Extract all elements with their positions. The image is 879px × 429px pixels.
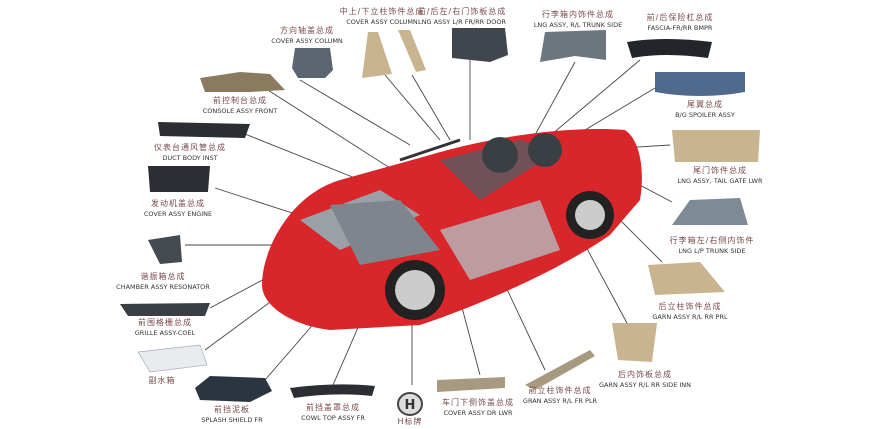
duct-part: [158, 122, 250, 138]
label-column-cover: 方向轴盖总成 COVER ASSY COLUMN: [271, 26, 343, 46]
label-en: LNG L/P TRUNK SIDE: [678, 247, 746, 255]
label-cn: 前/后保险杠总成: [646, 13, 714, 22]
label-rear-side-inner: 后内饰板总成 GARN ASSY R/L RR SIDE INN: [599, 370, 691, 390]
label-en: COVER ASSY COLUMN: [271, 37, 343, 45]
label-front-pillar: 前立柱饰件总成 GRAN ASSY R/L FR PLR: [523, 386, 597, 406]
label-cn: 发动机盖总成: [151, 199, 205, 208]
label-cn: 车门下侧饰盖总成: [442, 398, 514, 407]
label-cn: 前挡盖罩总成: [306, 403, 360, 412]
label-cn: 行李箱左/右侧内饰件: [669, 236, 755, 245]
label-cn: 尾门饰件总成: [693, 166, 747, 175]
column-cover-part: [292, 48, 333, 78]
label-splash-shield: 前挡泥板 SPLASH SHIELD FR: [201, 405, 262, 425]
label-reserve-tank: 副水箱: [149, 376, 176, 386]
label-rear-pillar: 后立柱饰件总成 GARN ASSY R/L RR PRL: [652, 302, 727, 322]
bumper-part: [627, 39, 712, 58]
label-cn: 副水箱: [148, 376, 176, 385]
svg-text:H: H: [405, 398, 416, 413]
label-door-lower: 车门下侧饰盖总成 COVER ASSY DR LWR: [442, 398, 514, 418]
label-cn: 前挡泥板: [213, 405, 250, 414]
label-en: SPLASH SHIELD FR: [201, 416, 263, 424]
console-part: [200, 72, 285, 92]
label-en: LNG ASSY, TAIL GATE LWR: [677, 177, 763, 185]
door-lower-part: [437, 377, 505, 392]
grille-part: [120, 303, 210, 316]
label-en: CHAMBER ASSY RESONATOR: [116, 283, 210, 291]
label-en: COVER ASSY COLUMN: [346, 18, 418, 26]
label-h-badge: H标牌: [397, 417, 422, 427]
label-en: DUCT BODY INST: [162, 154, 218, 162]
label-en: COVER ASSY ENGINE: [143, 210, 213, 218]
label-en: CONSOLE ASSY FRONT: [202, 107, 278, 115]
label-tailgate-trim: 尾门饰件总成 LNG ASSY, TAIL GATE LWR: [678, 166, 763, 186]
label-cn: 前围格栅总成: [137, 318, 192, 327]
rear-side-inner-part: [612, 323, 657, 362]
label-cn: 方向轴盖总成: [280, 26, 334, 35]
spoiler-part: [655, 72, 745, 96]
label-en: B/G SPOILER ASSY: [675, 111, 735, 119]
label-en: FASCIA-FR/RR BMPR: [647, 24, 713, 32]
label-en: LNG ASSY, R/L TRUNK SIDE: [533, 21, 623, 29]
car-illustration: [262, 129, 642, 330]
label-en: COWL TOP ASSY FR: [301, 414, 365, 422]
label-engine-cover: 发动机盖总成 COVER ASSY ENGINE: [144, 199, 212, 219]
label-cn: H标牌: [397, 417, 423, 426]
label-grille: 前围格栅总成 GRILLE ASSY-COEL: [135, 318, 196, 338]
pillar-cover-part: [362, 32, 392, 78]
label-cn: 前立柱饰件总成: [528, 386, 592, 395]
reserve-tank-part: [137, 344, 208, 373]
label-en: COVER ASSY DR LWR: [443, 409, 513, 417]
door-trim-part: [452, 28, 508, 62]
trunk-side-part: [672, 198, 748, 225]
engine-cover-part: [148, 166, 210, 192]
label-pillar-cover: 中上/下立柱饰件总成 COVER ASSY COLUMN: [340, 7, 425, 27]
resonator-part: [148, 235, 182, 264]
label-cn: 前/后左/右门饰板总成: [417, 7, 507, 16]
label-bumper: 前/后保险杠总成 FASCIA-FR/RR BMPR: [647, 13, 714, 33]
label-cn: 后立柱饰件总成: [658, 302, 722, 311]
label-console: 前控制台总成 CONSOLE ASSY FRONT: [203, 96, 278, 116]
splash-shield-part: [195, 376, 272, 402]
h-badge-icon: H: [397, 392, 423, 416]
label-cn: 后内饰板总成: [618, 370, 672, 379]
cowl-top-part: [290, 384, 375, 398]
label-en: GRAN ASSY R/L FR PLR: [522, 397, 598, 405]
label-resonator: 谐振箱总成 CHAMBER ASSY RESONATOR: [116, 272, 210, 292]
label-cn: 谐振箱总成: [140, 272, 186, 281]
label-cn: 前控制台总成: [213, 96, 267, 105]
label-duct: 仪表台通风管总成 DUCT BODY INST: [154, 143, 226, 163]
pillar-cover-part-2: [398, 30, 426, 72]
rear-pillar-part: [648, 262, 725, 295]
label-spoiler: 尾翼总成 B/G SPOILER ASSY: [675, 100, 735, 120]
label-cn: 尾翼总成: [687, 100, 723, 109]
label-en: GRILLE ASSY-COEL: [134, 329, 196, 337]
label-cn: 仪表台通风管总成: [154, 143, 226, 152]
tailgate-part: [672, 130, 760, 162]
label-trunk-side: 行李箱左/右侧内饰件 LNG L/P TRUNK SIDE: [670, 236, 755, 256]
label-trunk-trim: 行李箱内饰件总成 LNG ASSY, R/L TRUNK SIDE: [534, 10, 622, 30]
label-en: LNG ASSY L/R FR/RR DOOR: [417, 18, 507, 26]
label-cowl-top: 前挡盖罩总成 COWL TOP ASSY FR: [301, 403, 365, 423]
front-pillar-part: [525, 350, 595, 390]
label-en: GARN ASSY R/L RR SIDE INN: [598, 381, 692, 389]
trunk-trim-part: [540, 30, 606, 62]
label-door-trim: 前/后左/右门饰板总成 LNG ASSY L/R FR/RR DOOR: [418, 7, 506, 27]
label-cn: 中上/下立柱饰件总成: [339, 7, 425, 16]
label-cn: 行李箱内饰件总成: [542, 10, 614, 19]
label-en: GARN ASSY R/L RR PRL: [652, 313, 728, 321]
